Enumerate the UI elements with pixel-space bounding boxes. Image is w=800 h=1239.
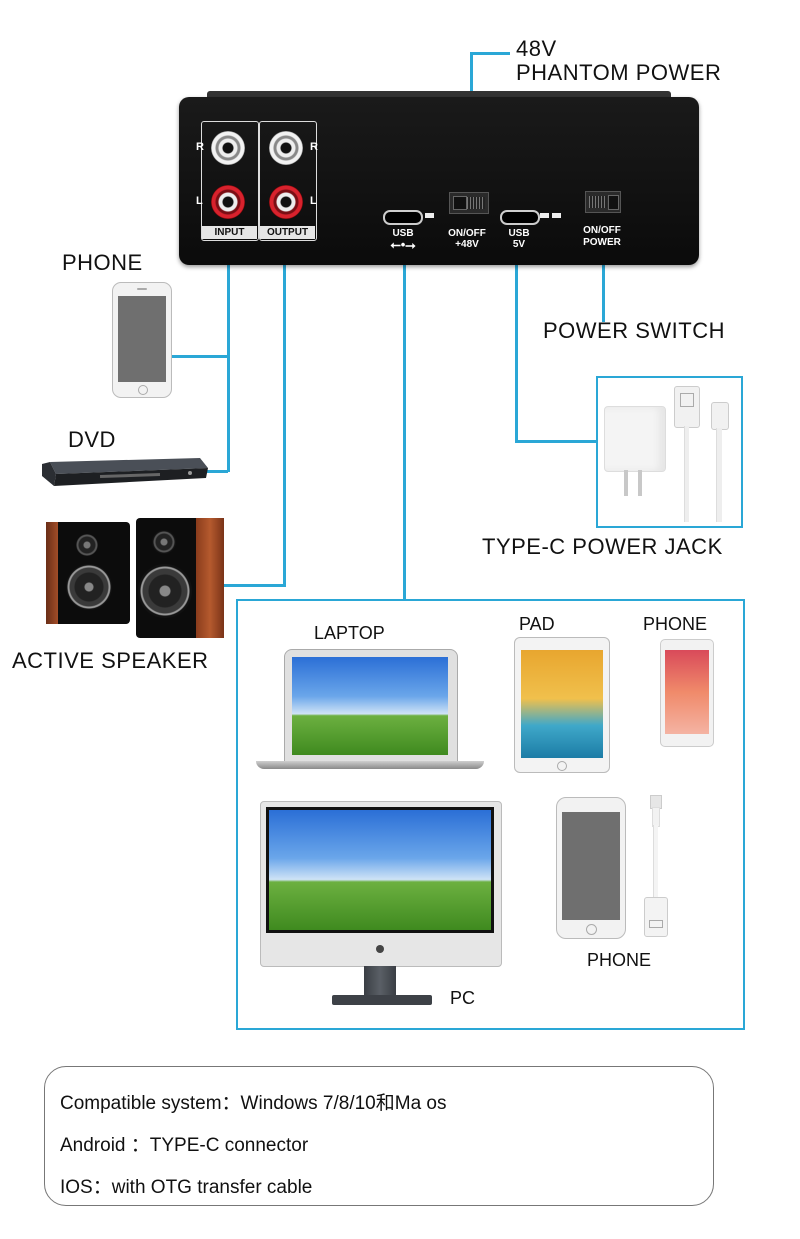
- power-switch-callout: POWER SWITCH: [543, 318, 725, 343]
- phone-top-illustration: [660, 639, 714, 747]
- info-compatible-system: Compatible system：Windows 7/8/10和Ma os: [60, 1093, 447, 1114]
- output-l-rca-jack[interactable]: [269, 185, 303, 219]
- usb-5v-label-2: 5V: [512, 239, 526, 250]
- output-label: OUTPUT: [266, 227, 309, 238]
- usb-devices-box: LAPTOP PAD PHONE PC PHONE: [236, 599, 745, 1030]
- usb-cable-icon: [674, 386, 700, 428]
- usb-label: USB: [392, 228, 414, 239]
- phone-illustration: [112, 282, 172, 398]
- pc-label: PC: [450, 988, 476, 1008]
- info-ios: IOS：with OTG transfer cable: [60, 1177, 313, 1198]
- phantom-switch-label-1: ON/OFF: [448, 228, 486, 239]
- phone-label: PHONE: [62, 250, 143, 275]
- desktop-pc-illustration: [260, 801, 504, 1013]
- phantom-switch-label-2: +48V: [455, 239, 479, 250]
- pad-label: PAD: [519, 614, 555, 634]
- usb-5v-label-1: USB: [508, 228, 530, 239]
- phantom-power-switch[interactable]: [449, 192, 489, 214]
- input-r-rca-jack[interactable]: [211, 131, 245, 165]
- usb-c-power-port[interactable]: [500, 210, 540, 225]
- active-speaker-illustration: [46, 514, 224, 642]
- phone-bottom-label: PHONE: [587, 950, 652, 970]
- type-c-jack-callout: TYPE-C POWER JACK: [482, 534, 723, 559]
- usb-c-data-port[interactable]: [383, 210, 423, 225]
- output-r-label: R: [310, 141, 318, 153]
- phone-top-label: PHONE: [643, 614, 708, 634]
- dvd-player-illustration: [40, 450, 210, 488]
- laptop-label: LAPTOP: [314, 623, 385, 643]
- laptop-illustration: [256, 649, 484, 773]
- info-android: Android ：TYPE-C connector: [60, 1135, 309, 1156]
- usb-symbol-icon: ⭠•⭢: [390, 237, 416, 252]
- input-label: INPUT: [214, 227, 245, 238]
- dvd-label: DVD: [68, 427, 116, 452]
- power-switch[interactable]: [585, 191, 621, 213]
- output-l-label: L: [310, 195, 317, 207]
- output-rca-block: [259, 121, 317, 241]
- compatibility-info-box: [44, 1066, 714, 1206]
- otg-cable-illustration: [636, 795, 676, 941]
- phone-bottom-illustration: [556, 797, 626, 939]
- power-switch-label-1: ON/OFF: [583, 225, 621, 236]
- output-r-rca-jack[interactable]: [269, 131, 303, 165]
- phantom-callout-line1: 48V: [516, 36, 557, 61]
- input-rca-block: [201, 121, 259, 241]
- phantom-callout-line2: PHANTOM POWER: [516, 60, 722, 85]
- audio-interface-rear-panel: R L R L INPUT OUTPUT USB ⭠•⭢ ON/OFF +48V…: [179, 91, 699, 265]
- type-c-charger-box: [596, 376, 743, 528]
- power-switch-label-2: POWER: [583, 237, 621, 248]
- input-r-label: R: [196, 141, 204, 153]
- active-speaker-label: ACTIVE SPEAKER: [12, 648, 209, 673]
- input-l-label: L: [196, 195, 203, 207]
- input-l-rca-jack[interactable]: [211, 185, 245, 219]
- tablet-illustration: [514, 637, 610, 773]
- power-adapter-icon: [604, 406, 666, 472]
